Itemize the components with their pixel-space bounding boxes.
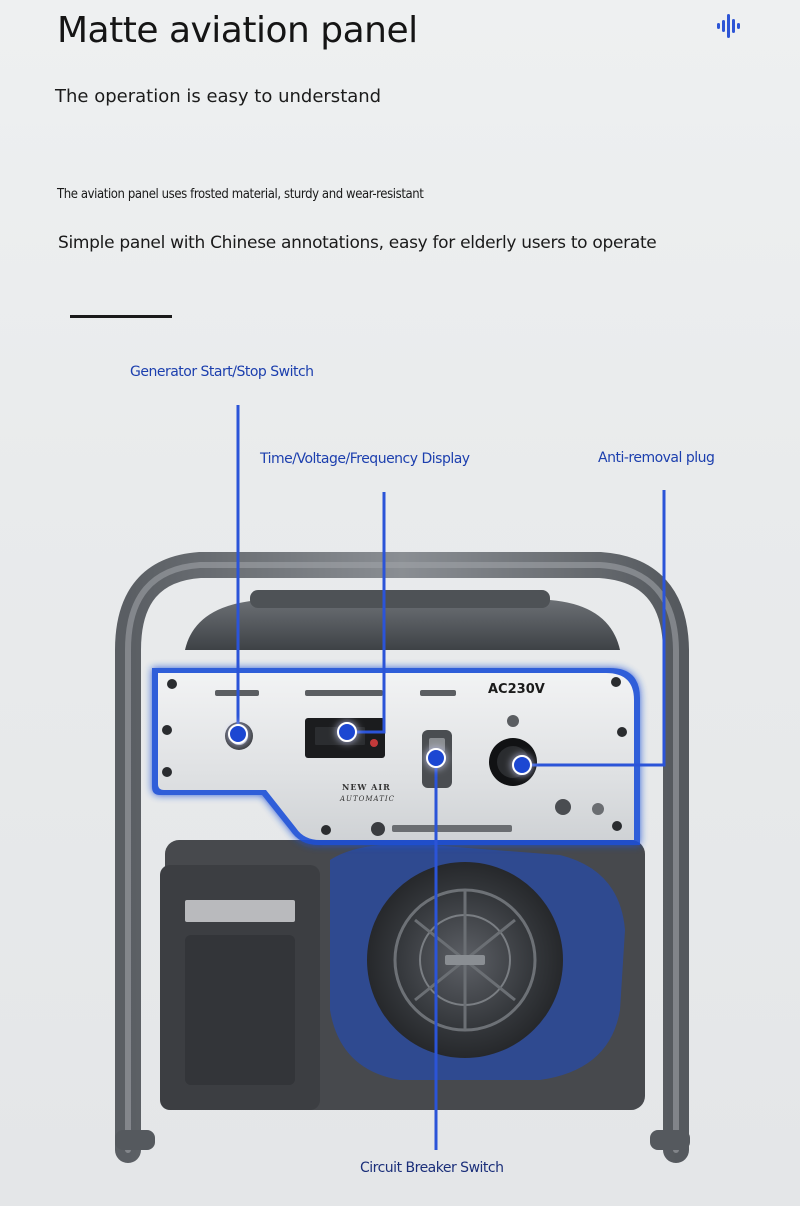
callout-display: Time/Voltage/Frequency Display (260, 451, 470, 467)
description-material: The aviation panel uses frosted material… (57, 187, 424, 202)
page-title: Matte aviation panel (57, 10, 418, 51)
badge-line-2: AUTOMATIC (340, 795, 395, 803)
page-subtitle: The operation is easy to understand (55, 86, 382, 107)
description-usability: Simple panel with Chinese annotations, e… (58, 233, 657, 253)
callout-circuit-breaker: Circuit Breaker Switch (360, 1160, 504, 1176)
section-divider (70, 315, 172, 318)
callout-anti-removal-plug: Anti-removal plug (598, 450, 715, 466)
generator-frame (115, 552, 689, 1163)
badge-line-1: NEW AIR (342, 782, 391, 792)
voltage-label: AC230V (488, 682, 545, 697)
callout-start-stop-switch: Generator Start/Stop Switch (130, 364, 314, 380)
sound-wave-icon (717, 14, 740, 38)
